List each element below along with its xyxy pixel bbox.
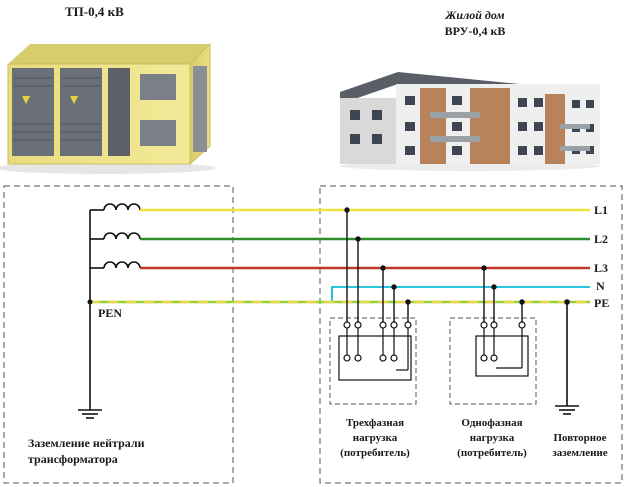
house-title-line1: Жилой дом: [445, 8, 505, 22]
label-l3: L3: [594, 261, 609, 275]
three-phase-load-line3: (потребитель): [340, 447, 410, 459]
repeat-grounding-line2: заземление: [552, 447, 608, 459]
single-phase-load-box: [449, 317, 537, 405]
substation-boundary: [3, 185, 234, 484]
label-l1: L1: [594, 203, 609, 217]
three-phase-load-line1: Трехфазная: [345, 417, 405, 429]
three-phase-load-terminals: [338, 321, 412, 381]
winding-l1: [103, 203, 141, 211]
single-phase-load-line2: нагрузка: [469, 432, 515, 444]
label-pe: PE: [594, 296, 610, 310]
single-phase-load-line1: Однофазная: [461, 417, 523, 429]
transformer-windings: [89, 203, 141, 410]
label-l2: L2: [594, 232, 609, 246]
label-n: N: [596, 279, 605, 293]
repeat-ground-icon: [555, 299, 579, 415]
winding-l3: [103, 261, 141, 269]
winding-l2: [103, 232, 141, 240]
neutral-grounding-line2: трансформатора: [28, 452, 118, 466]
substation-image: [0, 42, 215, 174]
repeat-grounding-line1: Повторное: [553, 432, 607, 444]
house-title-line2: ВРУ-0,4 кВ: [444, 24, 506, 38]
three-phase-load-box: [329, 317, 417, 405]
substation-title: ТП-0,4 кВ: [65, 4, 124, 19]
label-pen: PEN: [98, 306, 122, 320]
pen-node: [87, 299, 93, 305]
neutral-grounding-line1: Заземление нейтрали: [28, 436, 145, 450]
three-phase-load-line2: нагрузка: [352, 432, 398, 444]
line-n: [331, 286, 590, 302]
single-phase-load-terminals: [475, 321, 529, 377]
house-boundary: [319, 185, 623, 484]
single-phase-load-line3: (потребитель): [457, 447, 527, 459]
neutral-ground-icon: [78, 409, 102, 419]
house-image: [340, 72, 600, 171]
load-taps: [344, 207, 525, 322]
